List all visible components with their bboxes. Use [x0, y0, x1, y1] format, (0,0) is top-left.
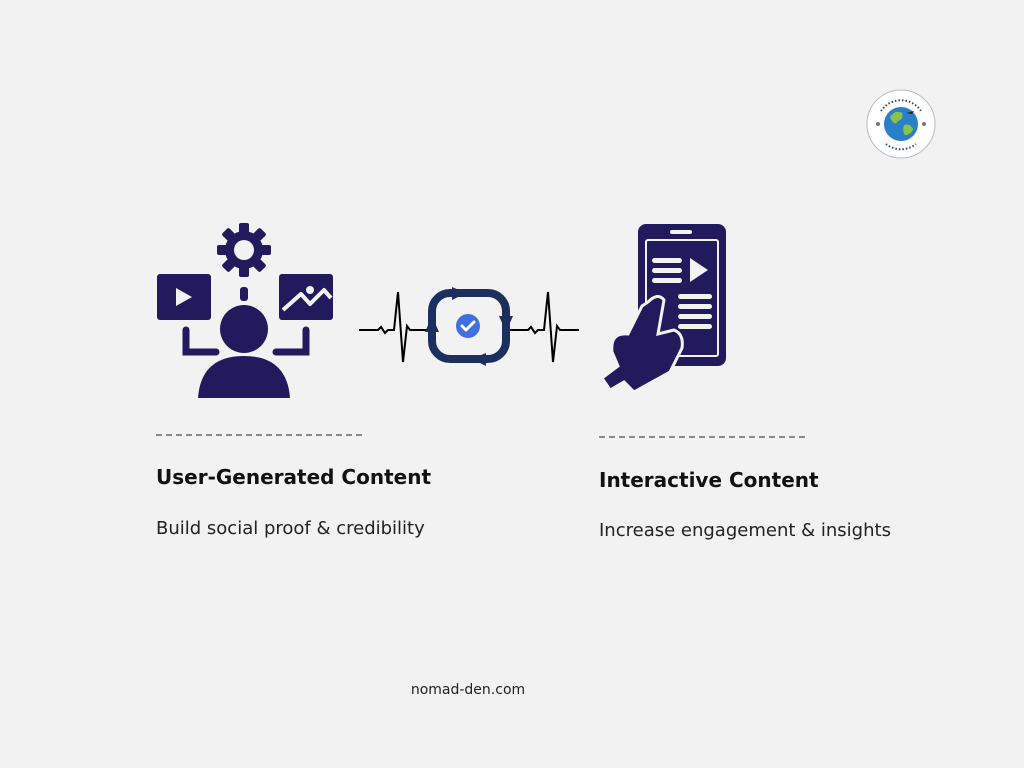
left-subtitle: Build social proof & credibility	[156, 518, 425, 539]
right-subtitle: Increase engagement & insights	[599, 520, 891, 541]
footer-url: nomad-den.com	[410, 682, 526, 698]
left-title: User-Generated Content	[156, 465, 431, 489]
right-title: Interactive Content	[599, 468, 819, 492]
right-divider	[599, 436, 805, 438]
user-generated-content-icon	[156, 222, 336, 400]
heartbeat-cycle-check-icon	[358, 284, 580, 368]
left-divider	[156, 434, 362, 436]
nomad-den-logo	[866, 89, 936, 159]
touch-phone-icon	[598, 222, 728, 398]
